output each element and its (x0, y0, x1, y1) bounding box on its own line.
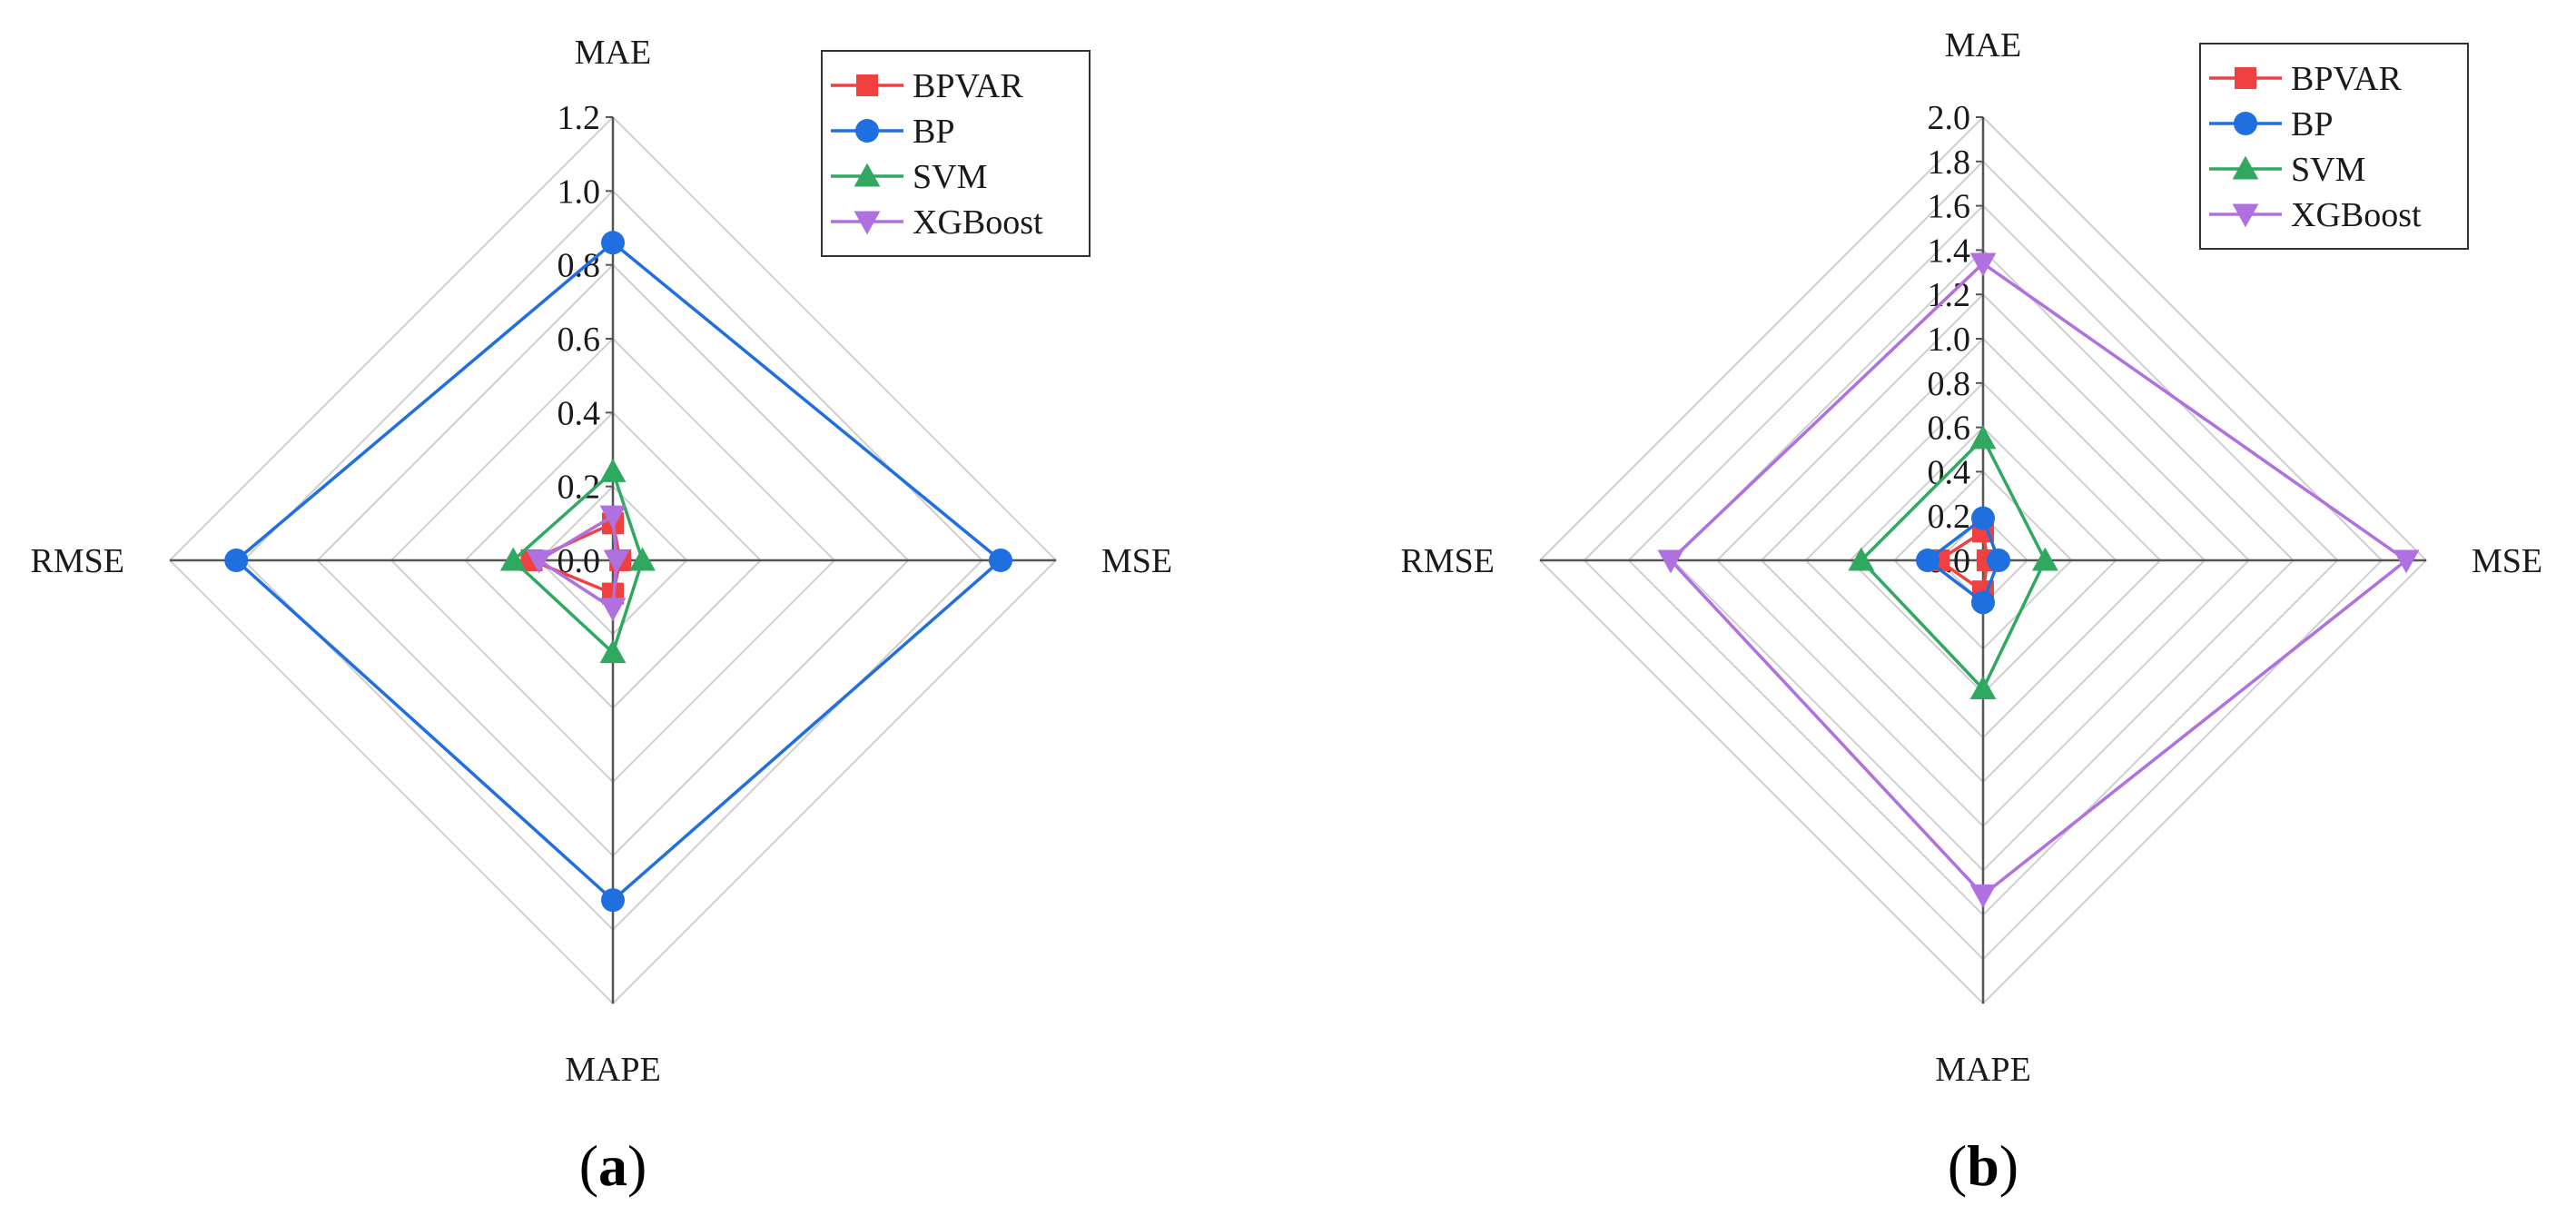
series-svm (499, 459, 656, 664)
series-bp (1916, 506, 2011, 615)
legend-label: XGBoost (2291, 196, 2422, 234)
data-point-svm (1969, 425, 1997, 450)
data-point-bp (989, 549, 1012, 572)
legend-marker (2232, 155, 2259, 180)
data-point-svm (629, 547, 656, 571)
legend-marker (2234, 112, 2257, 135)
tick-label: 1.4 (1928, 232, 1971, 270)
tick-label: 1.0 (1928, 321, 1971, 359)
axis-label-mae: MAE (575, 34, 651, 72)
tick-labels: 0.00.20.40.60.81.01.21.41.61.82.0 (1928, 99, 1983, 580)
tick-label: 0.6 (558, 321, 601, 359)
data-point-xgboost (2393, 549, 2420, 574)
panel-label: (a) (579, 1133, 647, 1198)
panel-label-letter: a (598, 1133, 627, 1198)
data-point-xgboost (526, 549, 553, 574)
legend-marker (856, 74, 878, 96)
legend-item-bp: BP (831, 113, 954, 151)
legend-item-xgboost: XGBoost (2209, 196, 2422, 234)
series-group (224, 231, 1012, 913)
axis-label-rmse: RMSE (31, 542, 124, 580)
tick-label: 1.8 (1928, 143, 1971, 182)
legend-label: XGBoost (913, 203, 1043, 242)
tick-label: 0.8 (1928, 365, 1971, 403)
series-xgboost (1657, 252, 2420, 908)
data-point-bp (601, 231, 625, 255)
data-point-svm (1848, 547, 1875, 571)
data-point-bp (1987, 549, 2011, 572)
data-point-bp (1971, 506, 1995, 530)
tick-label: 0.4 (558, 394, 601, 432)
panel-label-close: ) (627, 1133, 646, 1198)
legend-item-xgboost: XGBoost (831, 203, 1043, 242)
legend-marker (854, 211, 881, 235)
data-point-svm (2031, 547, 2058, 571)
legend-label: SVM (2291, 151, 2365, 189)
series-svm (1848, 425, 2058, 700)
radar-panel-b: 0.00.20.40.60.81.01.21.41.61.82.0MAEMSEM… (1401, 26, 2543, 1198)
data-point-svm (499, 547, 527, 571)
axis-labels: MAE MSE MAPE RMSE (31, 34, 1173, 1089)
tick-label: 2.0 (1928, 99, 1971, 137)
legend-item-svm: SVM (831, 158, 987, 196)
data-point-xgboost (1657, 549, 1684, 574)
series-group (1657, 252, 2420, 908)
data-point-bp (601, 888, 625, 913)
data-point-svm (599, 459, 627, 482)
legend-label: BPVAR (2291, 60, 2402, 98)
axis-label-mape: MAPE (565, 1051, 661, 1089)
legend-item-bp: BP (2209, 105, 2333, 143)
series-bp (224, 231, 1012, 913)
data-point-xgboost (1969, 884, 1997, 908)
radar-panel-a: 0.00.20.40.60.81.01.2MAEMSEMAPERMSEBPVAR… (31, 34, 1173, 1198)
tick-label: 0.8 (558, 247, 601, 285)
tick-label: 1.0 (558, 173, 601, 211)
legend-label: BP (913, 113, 954, 151)
legend-label: SVM (913, 158, 987, 196)
legend-label: BP (2291, 105, 2333, 143)
panel-label-open: ( (579, 1133, 598, 1198)
series-xgboost (526, 505, 630, 622)
panel-label-letter: b (1967, 1133, 1999, 1198)
axis-labels: MAE MSE MAPE RMSE (1401, 26, 2543, 1089)
data-point-xgboost (599, 598, 627, 622)
legend: BPVAR BP SVM XGBoost (821, 50, 1091, 257)
legend-item-svm: SVM (2209, 151, 2365, 189)
data-point-bp (1971, 590, 1995, 615)
legend-label: BPVAR (913, 67, 1023, 105)
legend-item-bpvar: BPVAR (831, 67, 1023, 105)
data-point-bp (1916, 549, 1939, 572)
tick-label: 0.2 (1928, 498, 1971, 536)
data-point-svm (1969, 676, 1997, 700)
legend-marker (2232, 203, 2259, 228)
axis-label-mape: MAPE (1935, 1051, 2031, 1089)
data-point-bp (224, 549, 249, 572)
legend: BPVAR BP SVM XGBoost (2199, 43, 2469, 250)
axis-label-mae: MAE (1945, 26, 2021, 64)
data-point-xgboost (1969, 252, 1997, 277)
axis-label-mse: MSE (1101, 542, 1172, 580)
tick-label: 0.6 (1928, 410, 1971, 448)
legend-marker (2235, 67, 2256, 89)
axis-label-mse: MSE (2472, 542, 2542, 580)
panel-label-close: ) (1999, 1133, 2018, 1198)
panel-label: (b) (1948, 1133, 2018, 1198)
tick-label: 1.6 (1928, 188, 1971, 226)
panel-label-open: ( (1948, 1133, 1967, 1198)
legend-item-bpvar: BPVAR (2209, 60, 2402, 98)
data-point-xgboost (603, 549, 630, 574)
data-point-svm (599, 639, 627, 664)
legend-marker (855, 119, 879, 143)
axis-label-rmse: RMSE (1401, 542, 1495, 580)
data-point-xgboost (599, 505, 627, 529)
legend-marker (854, 163, 881, 187)
tick-label: 1.2 (558, 99, 601, 137)
